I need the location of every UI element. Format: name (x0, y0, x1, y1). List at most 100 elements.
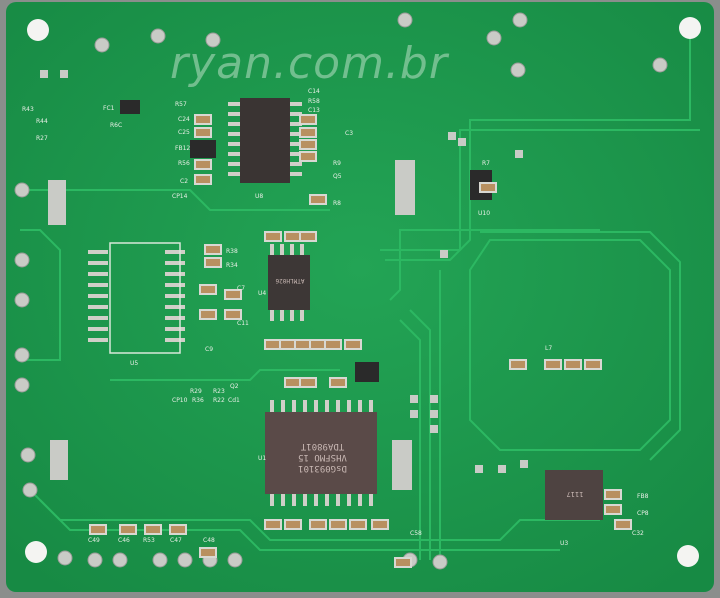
chip-pin (228, 112, 240, 116)
smd-component (169, 524, 187, 535)
smd-component (299, 127, 317, 138)
smd-component (204, 257, 222, 268)
chip-u1 (265, 412, 377, 494)
chip-pin (270, 494, 274, 506)
test-pad (515, 150, 523, 158)
smd-component (329, 377, 347, 388)
smd-component (264, 519, 282, 530)
silkscreen-label: R7 (482, 160, 490, 167)
chip-pin (325, 494, 329, 506)
silkscreen-label: C32 (632, 530, 644, 537)
chip-pin (88, 316, 108, 320)
chip-u8 (240, 98, 290, 183)
through-hole-pad (20, 447, 36, 463)
chip-pin (303, 494, 307, 506)
smd-component (279, 339, 297, 350)
silkscreen-label: U5 (130, 360, 139, 367)
through-hole-pad (14, 292, 30, 308)
chip-pin (228, 172, 240, 176)
chip-u4-marking: ATMLH026 (275, 277, 305, 284)
chip-pin (165, 283, 185, 287)
through-hole-pad (432, 554, 448, 570)
through-hole-pad (14, 182, 30, 198)
silkscreen-label: C25 (178, 129, 190, 136)
mounting-hole (25, 541, 47, 563)
inductor-fb12 (190, 140, 216, 158)
chip-u1-line3: DsG093101 (298, 463, 347, 473)
smd-component (604, 489, 622, 500)
smd-component (119, 524, 137, 535)
chip-pin (165, 250, 185, 254)
smd-component (89, 524, 107, 535)
silkscreen-label: R38 (226, 248, 238, 255)
through-hole-pad (177, 552, 193, 568)
smd-component (614, 519, 632, 530)
chip-u3 (545, 470, 603, 520)
silkscreen-label: R9 (333, 160, 341, 167)
silkscreen-label: CP14 (172, 193, 188, 200)
silkscreen-label: R6C (110, 122, 123, 129)
silkscreen-label: Q2 (230, 383, 239, 390)
smd-component (299, 151, 317, 162)
silkscreen-label: C46 (118, 537, 130, 544)
silkscreen-label: Q5 (333, 173, 342, 180)
test-pad (410, 395, 418, 403)
transistor-q2 (355, 362, 379, 382)
through-hole-pad (14, 252, 30, 268)
chip-pin (88, 305, 108, 309)
silkscreen-label: U3 (560, 540, 569, 547)
chip-pin (228, 142, 240, 146)
smd-component (299, 139, 317, 150)
chip-pin (358, 494, 362, 506)
pad-large (48, 180, 66, 225)
smd-component (544, 359, 562, 370)
pad-large (50, 440, 68, 480)
smd-component (284, 519, 302, 530)
silkscreen-label: R36 (192, 397, 204, 404)
silkscreen-label: FB8 (637, 493, 649, 500)
smd-component (264, 231, 282, 242)
chip-pin (336, 494, 340, 506)
silkscreen-label: U4 (258, 290, 267, 297)
smd-component (324, 339, 342, 350)
chip-pin (88, 294, 108, 298)
through-hole-pad (205, 32, 221, 48)
chip-pin (336, 400, 340, 412)
silkscreen-label: R56 (178, 160, 190, 167)
chip-pin (228, 132, 240, 136)
chip-pin (292, 400, 296, 412)
smd-component (144, 524, 162, 535)
silkscreen-label: Cd1 (228, 397, 240, 404)
silkscreen-label: L7 (545, 345, 553, 352)
through-hole-pad (14, 377, 30, 393)
smd-component (194, 174, 212, 185)
through-hole-pad (87, 552, 103, 568)
chip-u1-line1: TDA9801T (300, 441, 345, 451)
silkscreen-label: R44 (36, 118, 48, 125)
silkscreen-label: FC1 (103, 105, 115, 112)
chip-pin (290, 172, 302, 176)
silkscreen-label: C7 (237, 285, 246, 292)
smd-component (294, 339, 312, 350)
through-hole-pad (397, 12, 413, 28)
chip-pin (347, 400, 351, 412)
pad-large (392, 440, 412, 490)
chip-pin (88, 250, 108, 254)
chip-pin (165, 261, 185, 265)
chip-pin (290, 112, 302, 116)
chip-u5-outline (109, 242, 181, 354)
chip-pin (165, 316, 185, 320)
traces (20, 20, 700, 560)
test-pad (475, 465, 483, 473)
silkscreen-label: R23 (213, 388, 225, 395)
smd-component (194, 127, 212, 138)
through-hole-pad (150, 28, 166, 44)
chip-pin (165, 272, 185, 276)
through-hole-pad (512, 12, 528, 28)
chip-pin (270, 310, 274, 321)
chip-pin (314, 400, 318, 412)
silkscreen-label: CP10 (172, 397, 188, 404)
chip-pin (88, 338, 108, 342)
